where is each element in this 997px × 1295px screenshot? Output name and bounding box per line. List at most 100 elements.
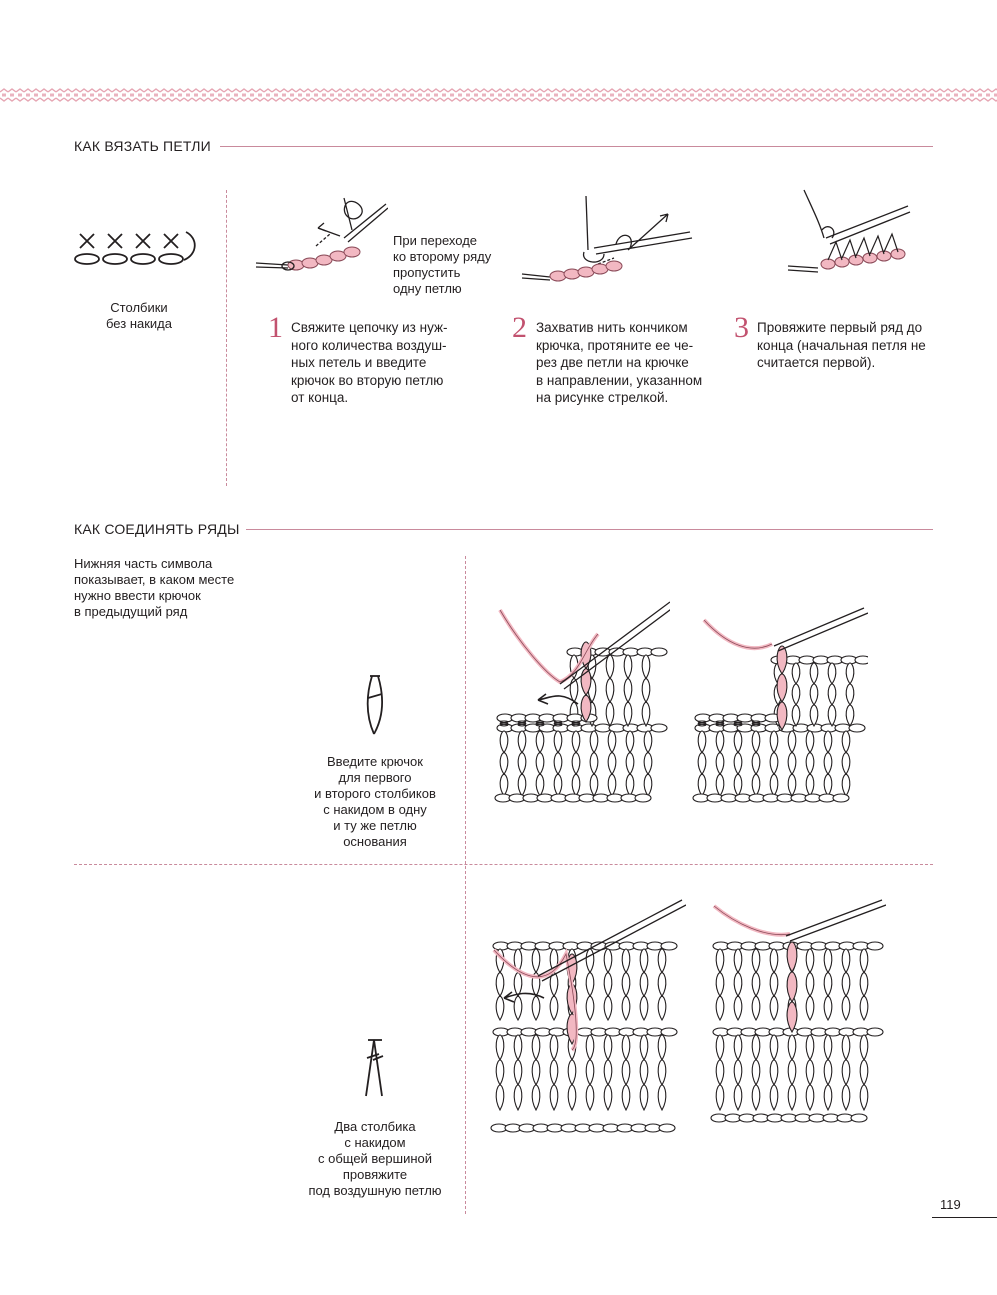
stitch [792,663,800,726]
chain-row [711,1114,867,1122]
stitch [824,1035,832,1110]
annotation-line: пропустить [393,265,503,281]
stitch [752,721,760,726]
step-line: на рисунке стрелкой. [536,389,721,407]
stitch [496,1035,504,1110]
stitch [828,663,836,726]
crochet-hook [774,608,868,651]
annotation-line: ко второму ряду [393,249,503,265]
chain-row [495,794,651,802]
stitch [716,949,724,1020]
stitch [734,1035,742,1110]
caption-b: Два столбика с накидом с общей вершиной … [295,1119,455,1199]
section-title-rows: КАК СОЕДИНЯТЬ РЯДЫ [74,521,240,537]
horizontal-divider [74,864,933,865]
symbol-caption-line: Столбики [84,300,194,316]
stitch [860,949,868,1020]
stitch [770,949,778,1020]
annotation-line: При переходе [393,233,503,249]
section-title-loops: КАК ВЯЗАТЬ ПЕТЛИ [74,138,211,154]
step-line: крючка, протяните ее че- [536,337,721,355]
stitch [824,731,832,796]
intro-line: в предыдущий ряд [74,604,274,620]
caption-line: провяжите [295,1167,455,1183]
stitch [514,1035,522,1110]
caption-line: с накидом [295,1135,455,1151]
stitch [624,655,632,726]
stitch [550,1035,558,1110]
step-1-text: Свяжите цепочку из нуж- ного количества … [291,319,471,407]
symbol-caption: Столбики без накида [84,300,194,332]
step-line: Провяжите первый ряд до [757,319,942,337]
stitch [842,1035,850,1110]
stitch [860,1035,868,1110]
stitch [824,949,832,1020]
step-line: рез две петли на крючке [536,354,721,372]
stitch [658,949,666,1020]
chain-row [493,1028,677,1036]
crochet-hook [786,900,886,941]
stitch [518,731,526,796]
stitch [586,1035,594,1110]
caption-line: и второго столбиков [300,786,450,802]
step-line: считается первой). [757,354,942,372]
vertical-divider [465,556,466,1214]
step-line: Свяжите цепочку из нуж- [291,319,471,337]
caption-line: основания [300,834,450,850]
stitch [752,1035,760,1110]
double-crochet-together-symbol-icon [362,1036,388,1100]
step-1-annotation: При переходе ко второму ряду пропустить … [393,233,503,297]
stitch [716,721,724,726]
page-number-rule [932,1217,997,1218]
step-line: конца (начальная петля не [757,337,942,355]
stitch [716,731,724,796]
stitch [788,731,796,796]
step-number: 3 [734,313,749,343]
decorative-border [0,88,997,102]
section-rule [220,146,933,147]
step-number: 2 [512,313,527,343]
single-crochet-symbol-icon [74,226,204,268]
page-number: 119 [940,1197,961,1212]
stitch [572,731,580,796]
stitch [716,1035,724,1110]
stitch [590,731,598,796]
stitch [622,1035,630,1110]
step-line: Захватив нить кончиком [536,319,721,337]
chain-row [693,794,849,802]
stitch [842,949,850,1020]
caption-line: для первого [300,770,450,786]
stitch [532,1035,540,1110]
caption-line: Два столбика [295,1119,455,1135]
stitch [752,731,760,796]
stitch [770,1035,778,1110]
stitch [536,721,544,726]
stitch [586,949,594,1020]
stitch [734,721,742,726]
step-line: ного количества воздуш- [291,337,471,355]
stitch [550,949,558,1020]
stitch [788,1035,796,1110]
caption-line: Введите крючок [300,754,450,770]
caption-line: с общей вершиной [295,1151,455,1167]
stitch [698,721,706,726]
yarn [704,620,772,648]
intro-text: Нижняя часть символа показывает, в каком… [74,556,274,620]
section-rule [246,529,933,530]
stitch [698,731,706,796]
symbol-caption-line: без накида [84,316,194,332]
stitch [514,949,522,1020]
stitch [518,721,526,726]
stitch [752,949,760,1020]
chain-row [493,942,677,950]
yarn [714,906,790,935]
stitch [734,731,742,796]
stitch [770,731,778,796]
stitch [787,942,797,1032]
step-line: от конца. [291,389,471,407]
stitch [554,731,562,796]
stitch [658,1035,666,1110]
illustration-join-a-2 [688,594,868,810]
stitch [622,949,630,1020]
stitch [642,655,650,726]
